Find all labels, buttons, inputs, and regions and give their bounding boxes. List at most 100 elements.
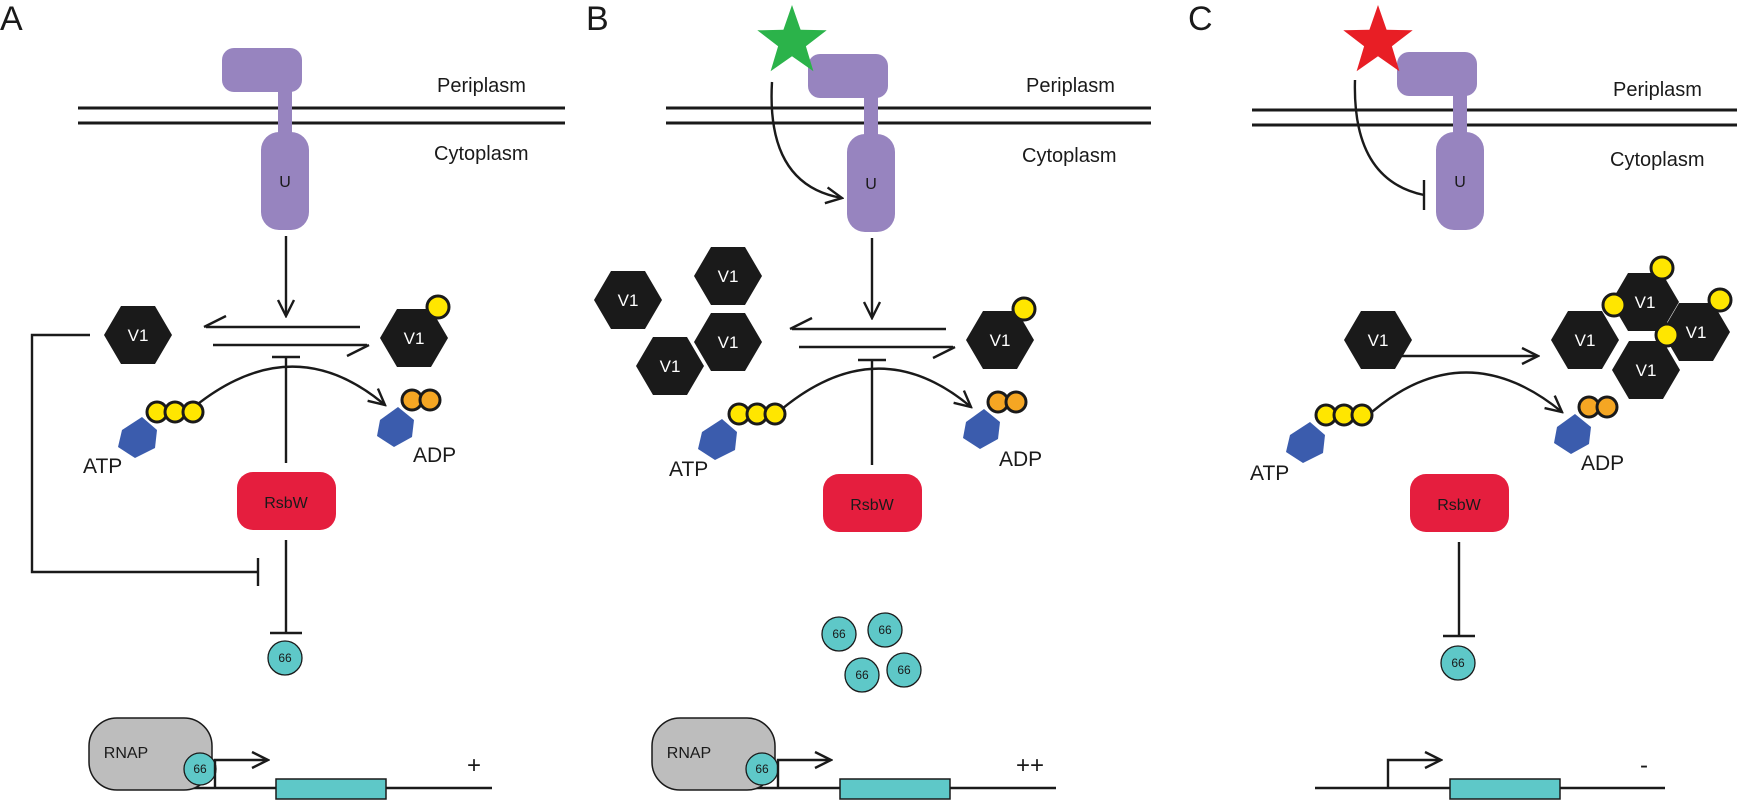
phosphorylation-arrow xyxy=(187,365,385,413)
svg-text:V1: V1 xyxy=(1635,293,1656,312)
receptor-u: U xyxy=(1397,52,1484,230)
equilibrium-arrows xyxy=(789,316,956,360)
v1-phosphorylated: V1 xyxy=(380,294,451,367)
svg-text:V1: V1 xyxy=(1368,331,1389,350)
phosphate xyxy=(1350,403,1374,427)
receptor-u: U xyxy=(808,54,895,232)
panel-label: B xyxy=(586,0,609,38)
v1-phosphorylated: V1 xyxy=(966,296,1037,369)
red-star-icon xyxy=(1343,5,1413,72)
atp-label: ATP xyxy=(1250,462,1289,485)
phosphate xyxy=(1654,322,1680,348)
svg-text:V1: V1 xyxy=(990,331,1011,350)
svg-text:66: 66 xyxy=(278,651,292,665)
ligand-inhibition-line xyxy=(1353,79,1425,197)
cytoplasm-label: Cytoplasm xyxy=(434,143,528,165)
rnap-holoenzyme: RNAP 66 xyxy=(88,717,217,791)
rnap-holoenzyme: RNAP 66 xyxy=(651,717,779,791)
equilibrium-arrows xyxy=(203,314,370,358)
phosphate xyxy=(1601,292,1627,318)
svg-text:66: 66 xyxy=(1451,656,1465,670)
panel-a: A Periplasm Cytoplasm U xyxy=(0,0,565,800)
atp-molecule xyxy=(698,402,787,460)
phosphorylation-arrow xyxy=(1364,371,1562,419)
adp-molecule xyxy=(377,388,442,447)
adp-molecule xyxy=(1554,395,1619,454)
phosphorylation-arrow xyxy=(775,367,971,415)
feedback-loop xyxy=(30,333,258,574)
svg-text:V1: V1 xyxy=(1686,323,1707,342)
adp-molecule xyxy=(963,390,1028,449)
svg-text:V1: V1 xyxy=(128,326,149,345)
rsbw-protein: RsbW xyxy=(823,474,922,532)
activation-arrow xyxy=(770,81,842,198)
rsbw-protein: RsbW xyxy=(237,472,336,530)
panel-b: B Periplasm Cytoplasm U xyxy=(586,0,1151,800)
svg-text:RsbW: RsbW xyxy=(850,497,894,514)
gene-box xyxy=(839,778,951,800)
membrane xyxy=(1252,108,1737,127)
svg-text:66: 66 xyxy=(832,627,846,641)
v1-hexagon: V1 xyxy=(104,306,172,364)
v1-hexagon: V1 xyxy=(1344,311,1412,369)
expression-level: - xyxy=(1640,752,1648,779)
receptor-u: U xyxy=(222,48,309,230)
membrane xyxy=(78,106,565,125)
v1-hexagon: V1 xyxy=(694,313,762,371)
green-star-icon xyxy=(757,5,827,72)
panel-label: C xyxy=(1188,0,1213,38)
gene-box xyxy=(1449,778,1561,800)
receptor-label: U xyxy=(1454,174,1466,191)
sigma-66: 66 xyxy=(867,612,903,648)
svg-text:66: 66 xyxy=(193,762,207,776)
membrane xyxy=(666,106,1151,125)
v1-phosphorylated-cluster: V1 V1 V1 V1 xyxy=(1551,255,1733,399)
svg-text:RNAP: RNAP xyxy=(667,745,711,762)
transcription-start-arrow xyxy=(213,760,268,788)
atp-molecule xyxy=(118,400,205,458)
atp-label: ATP xyxy=(83,455,122,478)
panel-c: C Periplasm Cytoplasm U V1 V1 xyxy=(1188,0,1737,800)
svg-text:V1: V1 xyxy=(718,267,739,286)
v1-phosphorylated: V1 xyxy=(1612,341,1680,399)
gene-box xyxy=(275,778,387,800)
v1-phosphorylated: V1 xyxy=(1551,311,1619,369)
cytoplasm-label: Cytoplasm xyxy=(1022,145,1116,167)
svg-text:V1: V1 xyxy=(1636,361,1657,380)
phosphate xyxy=(1595,395,1619,419)
panel-label: A xyxy=(0,0,23,38)
transcription-start-arrow xyxy=(1386,760,1441,788)
v1-hexagon-cluster: V1 V1 V1 V1 xyxy=(594,247,762,395)
svg-text:RsbW: RsbW xyxy=(1437,497,1481,514)
expression-level: ++ xyxy=(1016,752,1044,779)
sigma-66: 66 xyxy=(267,640,303,676)
svg-text:66: 66 xyxy=(755,762,769,776)
phosphate xyxy=(1649,255,1675,281)
v1-phosphorylated: V1 xyxy=(1662,303,1730,361)
sigma-66: 66 xyxy=(886,652,922,688)
receptor-label: U xyxy=(865,176,877,193)
receptor-label: U xyxy=(279,174,291,191)
v1-hexagon: V1 xyxy=(594,271,662,329)
cytoplasm-label: Cytoplasm xyxy=(1610,149,1704,171)
transcription-start-arrow xyxy=(776,760,831,788)
sigma-66: 66 xyxy=(1440,645,1476,681)
atp-label: ATP xyxy=(669,458,708,481)
svg-text:V1: V1 xyxy=(660,357,681,376)
phosphate xyxy=(1707,287,1733,313)
svg-text:V1: V1 xyxy=(618,291,639,310)
periplasm-label: Periplasm xyxy=(1613,79,1702,101)
adp-label: ADP xyxy=(413,444,456,467)
svg-text:V1: V1 xyxy=(1575,331,1596,350)
svg-text:RNAP: RNAP xyxy=(104,745,148,762)
sigma-66-group: 66 66 66 66 xyxy=(821,612,922,693)
sigma-66: 66 xyxy=(844,657,880,693)
v1-phosphorylated: V1 xyxy=(1611,273,1679,331)
expression-level: + xyxy=(467,752,481,779)
v1-hexagon: V1 xyxy=(636,337,704,395)
adp-label: ADP xyxy=(999,448,1042,471)
v1-hexagon: V1 xyxy=(694,247,762,305)
svg-text:V1: V1 xyxy=(404,329,425,348)
svg-text:66: 66 xyxy=(897,663,911,677)
